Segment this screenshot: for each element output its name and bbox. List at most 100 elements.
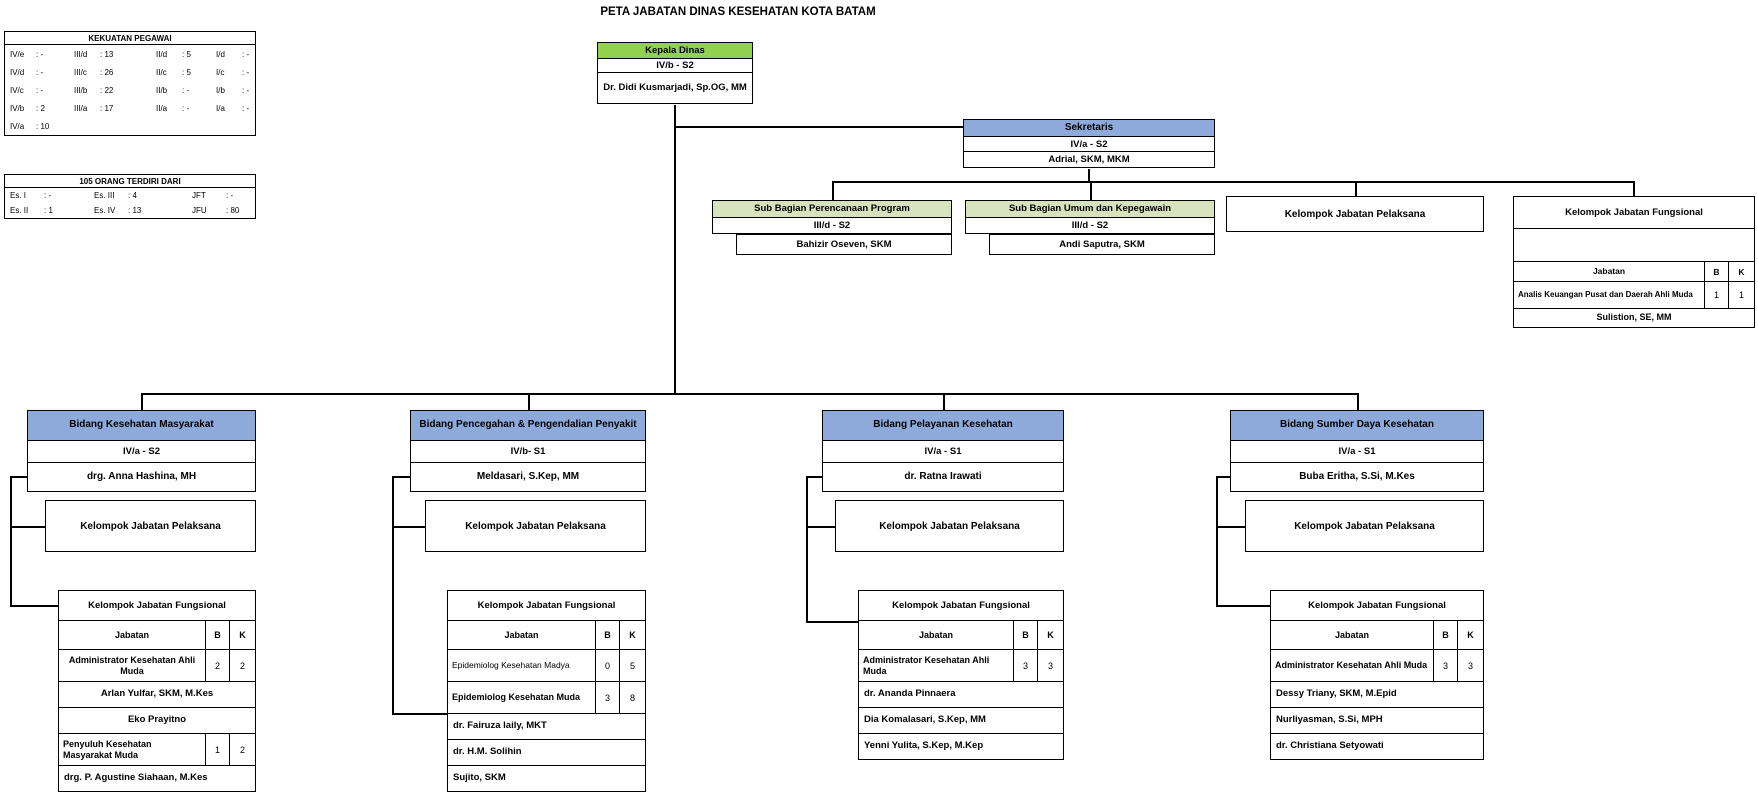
fungsional-name-row: Dia Komalasari, S.Kep, MM bbox=[859, 707, 1063, 733]
fungsional-title: Kelompok Jabatan Fungsional bbox=[859, 591, 1063, 621]
stat-cell: II/d: 5 bbox=[151, 50, 211, 59]
stat-cell: JFU: 80 bbox=[187, 206, 255, 215]
jabatan-b-count: 0 bbox=[596, 650, 620, 681]
sub-bagian-umum-name: Andi Saputra, SKM bbox=[989, 234, 1215, 255]
sekretaris-grade: IV/a - S2 bbox=[964, 137, 1214, 152]
stat-label: IV/b bbox=[10, 103, 25, 113]
jabatan-label: Administrator Kesehatan Ahli Muda bbox=[1271, 650, 1434, 681]
jabatan-k-count: 5 bbox=[629, 660, 635, 671]
bidang-2-box: Bidang Pencegahan & Pengendalian Penyaki… bbox=[410, 410, 646, 492]
connector-line bbox=[141, 393, 1357, 395]
bidang-2-grade: IV/b- S1 bbox=[411, 441, 645, 463]
stat-cell: IV/e: - bbox=[5, 50, 69, 59]
komposisi-table: 105 ORANG TERDIRI DARI Es. I: -Es. III: … bbox=[4, 174, 256, 219]
fungsional-title: Kelompok Jabatan Fungsional bbox=[1514, 197, 1754, 229]
stat-value: : 5 bbox=[182, 67, 191, 77]
kekuatan-pegawai-title: KEKUATAN PEGAWAI bbox=[5, 32, 255, 45]
connector-line bbox=[806, 476, 808, 621]
fungsional-table-bidang-1: Kelompok Jabatan Fungsional Jabatan B K … bbox=[58, 590, 256, 792]
col-k: K bbox=[1467, 630, 1474, 640]
jabatan-label: Analis Keuangan Pusat dan Daerah Ahli Mu… bbox=[1514, 282, 1705, 308]
connector-line bbox=[1633, 181, 1635, 196]
sub-bagian-perencanaan-title: Sub Bagian Perencanaan Program bbox=[713, 201, 951, 218]
fungsional-name-row: dr. Ananda Pinnaera bbox=[859, 681, 1063, 707]
jabatan-label: Administrator Kesehatan Ahli Muda bbox=[859, 650, 1014, 681]
connector-line bbox=[1355, 181, 1357, 196]
connector-line bbox=[10, 605, 58, 607]
sub-bagian-umum-title: Sub Bagian Umum dan Kepegawain bbox=[966, 201, 1214, 218]
fungsional-name-row: Nurliyasman, S.Si, MPH bbox=[1271, 707, 1483, 733]
connector-line bbox=[392, 476, 410, 478]
page-title: PETA JABATAN DINAS KESEHATAN KOTA BATAM bbox=[600, 6, 876, 18]
stat-label: JFU bbox=[192, 206, 207, 215]
stat-cell: II/b: - bbox=[151, 86, 211, 95]
stat-label: Es. I bbox=[10, 191, 27, 200]
jabatan-label: Administrator Kesehatan Ahli Muda bbox=[59, 650, 206, 681]
stat-cell: IV/a: 10 bbox=[5, 122, 69, 131]
fungsional-name-row: dr. Christiana Setyowati bbox=[1271, 733, 1483, 759]
sub-bagian-umum-grade: III/d - S2 bbox=[1071, 220, 1109, 231]
pelaksana-box-sekretariat: Kelompok Jabatan Pelaksana bbox=[1226, 196, 1484, 232]
stat-label: JFT bbox=[192, 191, 206, 200]
person-name: Nurliyasman, S.Si, MPH bbox=[1276, 714, 1383, 726]
jabatan-label: Penyuluh Kesehatan Masyarakat Muda bbox=[59, 734, 206, 765]
connector-line bbox=[10, 476, 12, 605]
kepala-dinas-name: Dr. Didi Kusmarjadi, Sp.OG, MM bbox=[603, 82, 747, 94]
stat-label: IV/a bbox=[10, 121, 25, 131]
stat-cell: III/c: 26 bbox=[69, 68, 151, 77]
fungsional-table-bidang-2: Kelompok Jabatan Fungsional Jabatan B K … bbox=[447, 590, 646, 792]
sub-bagian-perencanaan-grade: III/d - S2 bbox=[813, 220, 851, 231]
stat-value: : 4 bbox=[128, 191, 137, 200]
kepala-dinas-grade: IV/b - S2 bbox=[598, 59, 752, 73]
stat-value: : - bbox=[44, 191, 52, 200]
stat-cell: I/d : - bbox=[211, 50, 255, 59]
fungsional-column-headers: Jabatan B K bbox=[59, 621, 255, 649]
stat-label: I/b bbox=[216, 85, 225, 95]
connector-line bbox=[392, 476, 394, 713]
bidang-4-grade: IV/a - S1 bbox=[1231, 441, 1483, 463]
connector-line bbox=[392, 526, 425, 528]
fungsional-title: Kelompok Jabatan Fungsional bbox=[1271, 591, 1483, 621]
connector-line bbox=[528, 393, 530, 410]
fungsional-name-row: drg. P. Agustine Siahaan, M.Kes bbox=[59, 765, 255, 791]
bidang-1-title: Bidang Kesehatan Masyarakat bbox=[28, 411, 255, 441]
col-jabatan: Jabatan bbox=[448, 621, 596, 649]
col-jabatan: Jabatan bbox=[59, 621, 206, 649]
stat-value: : 13 bbox=[100, 49, 114, 59]
jabatan-b-count: 1 bbox=[206, 734, 230, 765]
stat-label: III/a bbox=[74, 103, 88, 113]
fungsional-table-sekretariat: Kelompok Jabatan Fungsional Jabatan B K … bbox=[1513, 196, 1755, 328]
fungsional-name-row: Eko Prayitno bbox=[59, 707, 255, 733]
fungsional-column-headers: Jabatan B K bbox=[1271, 621, 1483, 649]
person-name: Dia Komalasari, S.Kep, MM bbox=[864, 714, 986, 726]
stat-cell: I/a: - bbox=[211, 104, 255, 113]
bidang-2-name: Meldasari, S.Kep, MM bbox=[476, 470, 580, 482]
stat-label: I/d bbox=[216, 49, 225, 59]
stat-value: : 1 bbox=[44, 206, 53, 215]
fungsional-column-headers: Jabatan B K bbox=[448, 621, 645, 649]
connector-line bbox=[1216, 526, 1245, 528]
stat-cell: III/d: 13 bbox=[69, 50, 151, 59]
stat-value: : - bbox=[36, 49, 44, 59]
stat-label: II/b bbox=[156, 85, 168, 95]
fungsional-name-row: Sulistion, SE, MM bbox=[1514, 308, 1754, 327]
stat-cell: IV/d: - bbox=[5, 68, 69, 77]
pelaksana-box-bidang-1: Kelompok Jabatan Pelaksana bbox=[45, 500, 256, 552]
connector-line bbox=[943, 393, 945, 410]
col-k: K bbox=[239, 630, 246, 640]
fungsional-jabatan-row: Analis Keuangan Pusat dan Daerah Ahli Mu… bbox=[1514, 281, 1754, 308]
connector-line bbox=[392, 713, 447, 715]
stat-row: IV/a: 10 bbox=[5, 117, 255, 135]
jabatan-b-count: 1 bbox=[1705, 282, 1729, 308]
stat-label: II/c bbox=[156, 67, 167, 77]
stat-value: : - bbox=[242, 49, 250, 59]
stat-label: Es. IV bbox=[94, 206, 116, 215]
stat-cell: Es. III: 4 bbox=[89, 191, 187, 200]
